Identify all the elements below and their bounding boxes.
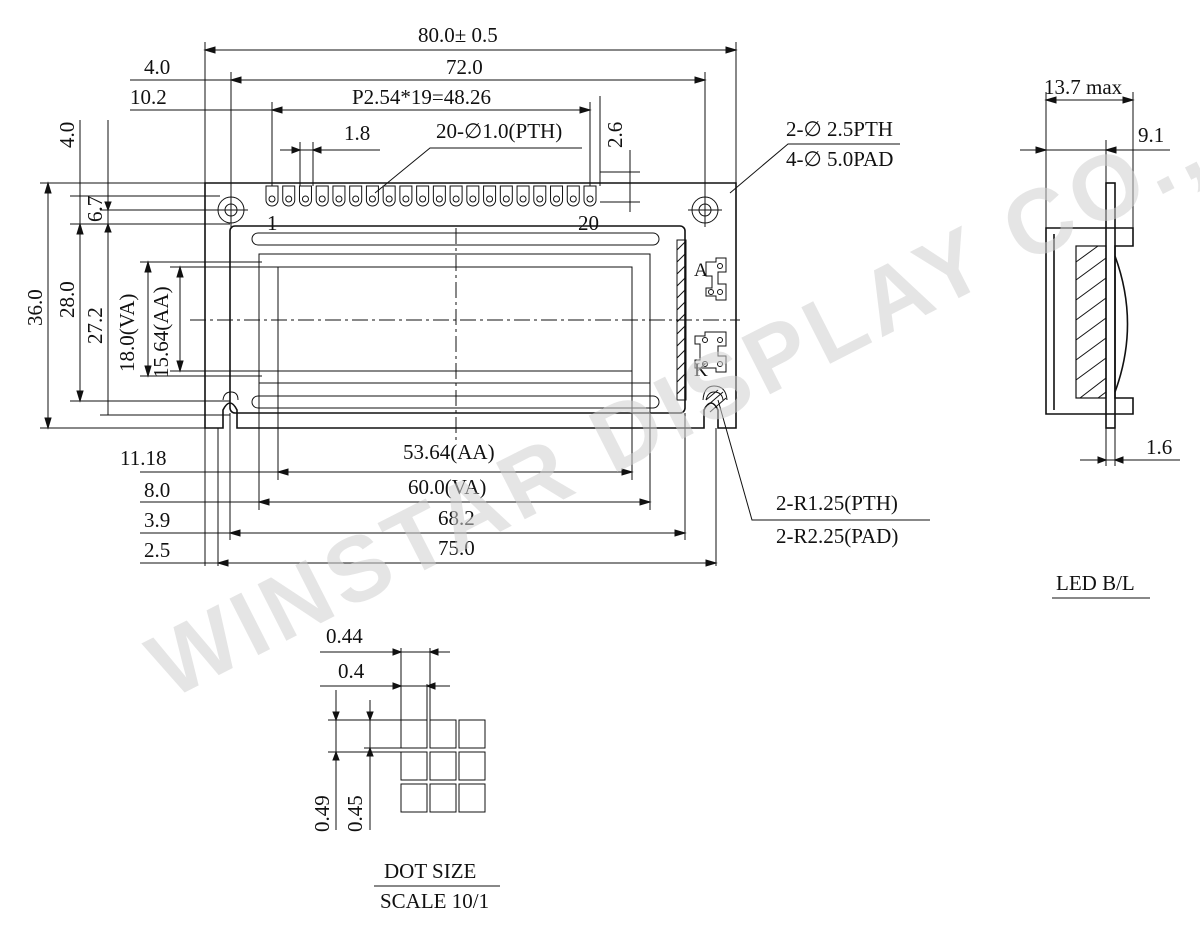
- left-offset-2-label: 10.2: [130, 85, 167, 109]
- aa-width-label: 53.64(AA): [403, 440, 495, 464]
- pin-hole: [385, 195, 393, 203]
- pin-header: [265, 185, 597, 207]
- bezel-width-label: 68.2: [438, 506, 475, 530]
- pin-pad: [365, 185, 379, 207]
- pin-pad: [533, 185, 547, 207]
- pcb-outline: [204, 182, 737, 429]
- left-dimensions: 4.0 6.7 36.0 28.0 27.2 18.0(VA) 15.64(AA…: [23, 120, 280, 430]
- pin-pad: [282, 185, 296, 207]
- dot-caption-top: DOT SIZE: [384, 859, 476, 883]
- pin-row-label: 6.7: [83, 196, 107, 222]
- pin-pad: [265, 185, 279, 207]
- pin-hole: [469, 195, 477, 203]
- backlight-pad-a: [705, 257, 727, 301]
- overall-height-label: 36.0: [23, 289, 47, 326]
- right-offset-label: 2.6: [603, 122, 627, 148]
- pin-span-label: P2.54*19=48.26: [352, 85, 491, 109]
- overall-width-bottom-label: 75.0: [438, 536, 475, 560]
- pin-pad: [332, 185, 346, 207]
- top-margin-label: 4.0: [55, 122, 79, 148]
- pin-pad: [298, 185, 312, 207]
- offset-3-label: 3.9: [144, 508, 170, 532]
- va-height-label: 18.0(VA): [115, 294, 139, 372]
- viewing-area: [258, 253, 651, 384]
- pin-pad: [382, 185, 396, 207]
- pitch-x-label: 0.44: [326, 624, 363, 648]
- pin-pad: [550, 185, 564, 207]
- thickness-2-label: 9.1: [1138, 123, 1164, 147]
- backlight-pad-k: [694, 331, 727, 373]
- pcb-thickness-label: 1.6: [1146, 435, 1172, 459]
- left-offset-1-label: 4.0: [144, 55, 170, 79]
- height-27-label: 27.2: [83, 307, 107, 344]
- overall-width-label: 80.0± 0.5: [418, 23, 498, 47]
- dot-grid: [400, 719, 486, 813]
- pin-pad: [566, 185, 580, 207]
- front-view: A K 1 20: [190, 182, 740, 440]
- pin-hole: [519, 195, 527, 203]
- offset-2-label: 8.0: [144, 478, 170, 502]
- pin-hole: [586, 195, 594, 203]
- cathode-label: K: [694, 360, 708, 381]
- pin-pad: [583, 185, 597, 207]
- pin-hole: [486, 195, 494, 203]
- pin-pad: [499, 185, 513, 207]
- pin-width-label: 1.8: [344, 121, 370, 145]
- pin-hole: [268, 195, 276, 203]
- va-width-label: 60.0(VA): [408, 475, 486, 499]
- bottom-dimensions: 53.64(AA) 60.0(VA) 68.2 75.0 11.18 8.0 3…: [120, 371, 930, 567]
- side-view-caption: LED B/L: [1056, 571, 1135, 595]
- mount-hole-pad-label: 4-∅ 5.0PAD: [786, 147, 893, 171]
- offset-1-label: 11.18: [120, 446, 166, 470]
- active-area: [277, 266, 633, 372]
- pin-20-label: 20: [578, 211, 599, 235]
- pin-hole: [435, 195, 443, 203]
- pin-hole: [301, 195, 309, 203]
- pin-pad: [516, 185, 530, 207]
- pin-hole: [285, 195, 293, 203]
- height-28-label: 28.0: [55, 281, 79, 318]
- pin-hole-label: 20-∅1.0(PTH): [436, 119, 562, 143]
- led-block: [1075, 245, 1107, 399]
- pin-hole: [502, 195, 510, 203]
- pin-hole: [318, 195, 326, 203]
- watermark: WINSTAR DISPLAY CO., LTD.: [133, 0, 1200, 718]
- pin-pad: [483, 185, 497, 207]
- pin-hole: [419, 195, 427, 203]
- pin-hole: [569, 195, 577, 203]
- dot-detail: 0.44 0.4 0.49 0.45 DOT SIZE SCALE 10/1: [310, 624, 500, 913]
- dot-y-label: 0.45: [343, 795, 367, 832]
- pitch-y-label: 0.49: [310, 795, 334, 832]
- top-dimensions: 80.0± 0.5 72.0 P2.54*19=48.26 1.8 20-∅1.…: [130, 23, 900, 212]
- pin-pad: [349, 185, 363, 207]
- side-view: 13.7 max 9.1 1.6 LED B/L: [1020, 75, 1180, 599]
- mount-hole-right: [688, 193, 722, 227]
- pin-pad: [432, 185, 446, 207]
- pin-hole: [402, 195, 410, 203]
- pin-hole: [368, 195, 376, 203]
- aa-height-label: 15.64(AA): [149, 286, 173, 378]
- pin-hole: [335, 195, 343, 203]
- offset-4-label: 2.5: [144, 538, 170, 562]
- pin-pad: [466, 185, 480, 207]
- pin-pad: [416, 185, 430, 207]
- pin-hole: [352, 195, 360, 203]
- pin-hole: [536, 195, 544, 203]
- max-thickness-label: 13.7 max: [1044, 75, 1123, 99]
- pin-pad: [399, 185, 413, 207]
- corner-radius-pad-label: 2-R2.25(PAD): [776, 524, 898, 548]
- dot-caption-bottom: SCALE 10/1: [380, 889, 489, 913]
- corner-radius-pth-label: 2-R1.25(PTH): [776, 491, 898, 515]
- anode-label: A: [694, 260, 708, 281]
- pin-pad: [315, 185, 329, 207]
- pin-hole: [553, 195, 561, 203]
- pin-pad: [449, 185, 463, 207]
- pin-hole: [452, 195, 460, 203]
- dot-x-label: 0.4: [338, 659, 365, 683]
- hole-pitch-label: 72.0: [446, 55, 483, 79]
- pin-1-label: 1: [267, 211, 278, 235]
- mount-hole-pth-label: 2-∅ 2.5PTH: [786, 117, 893, 141]
